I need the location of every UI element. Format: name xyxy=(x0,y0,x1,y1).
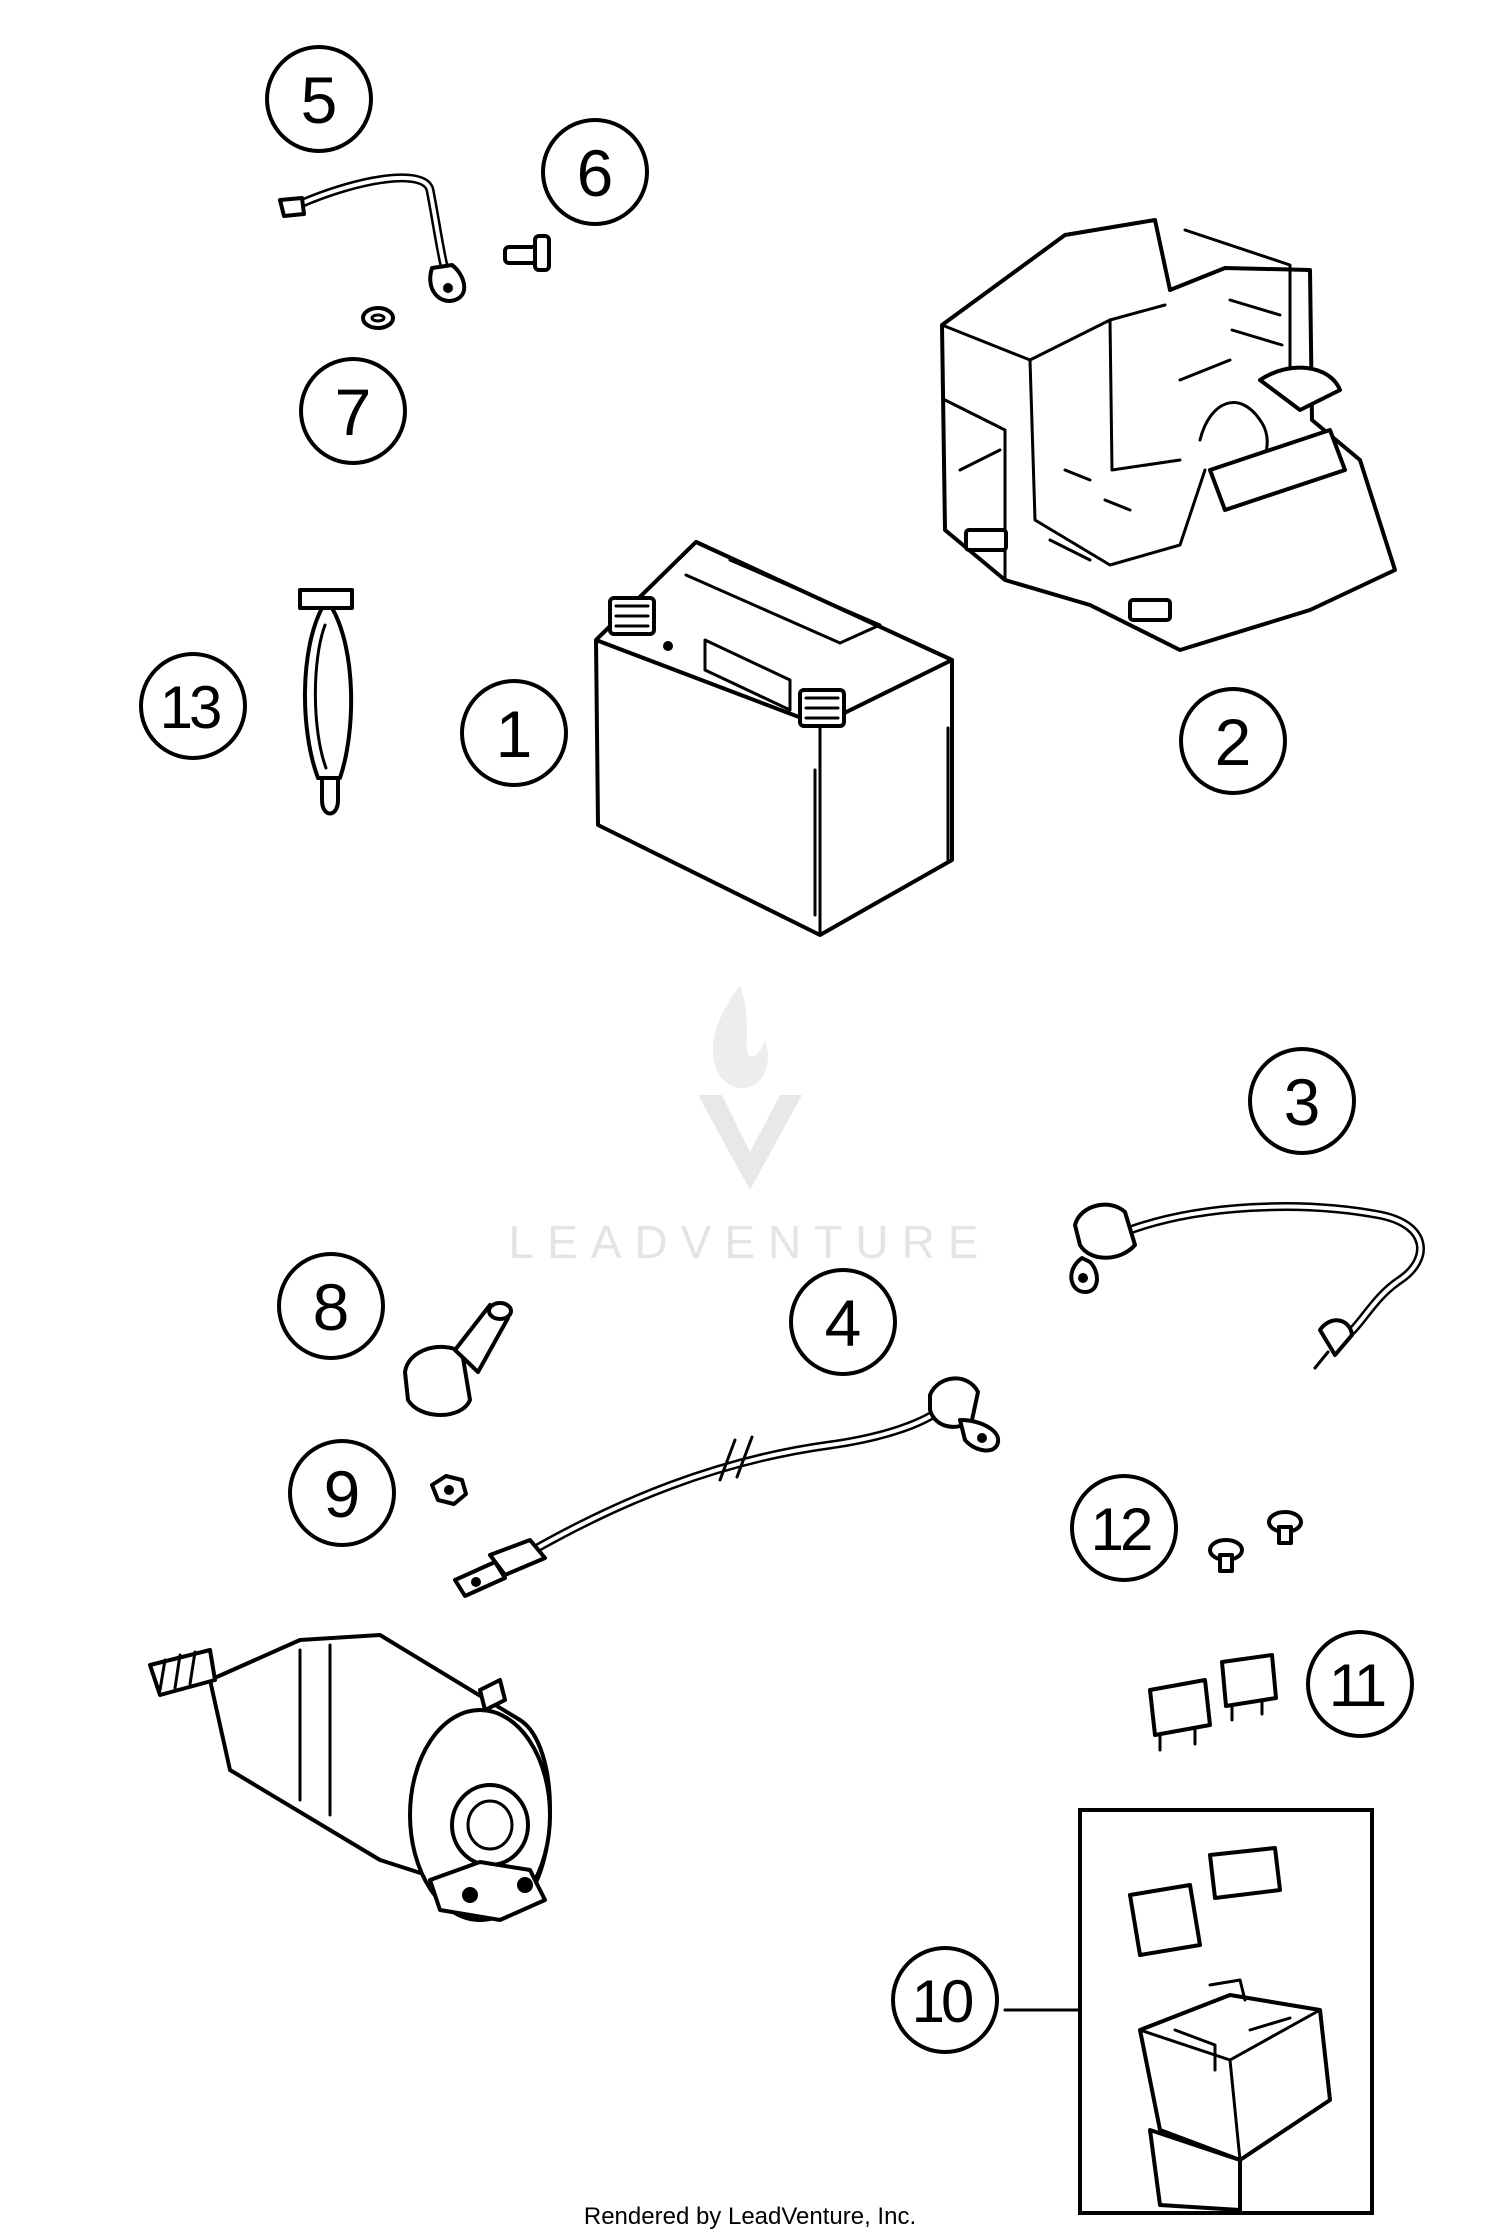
svg-text:8: 8 xyxy=(313,1270,350,1344)
svg-text:12: 12 xyxy=(1091,1496,1151,1563)
svg-text:9: 9 xyxy=(324,1457,361,1531)
svg-text:13: 13 xyxy=(160,674,220,741)
part-7-washer xyxy=(361,306,395,330)
callout-11: 11 xyxy=(1306,1630,1414,1738)
part-8-terminal-cap xyxy=(403,1301,513,1417)
part-12-screws xyxy=(1208,1510,1303,1573)
svg-text:6: 6 xyxy=(577,136,614,210)
part-4-starter-cable xyxy=(453,1376,1001,1598)
flame-icon xyxy=(712,985,768,1089)
svg-text:2: 2 xyxy=(1215,705,1252,779)
callout-6: 6 xyxy=(541,118,649,226)
callout-1: 1 xyxy=(460,679,568,787)
svg-text:4: 4 xyxy=(825,1286,862,1360)
svg-text:11: 11 xyxy=(1329,1652,1385,1719)
svg-text:1: 1 xyxy=(496,697,533,771)
svg-text:3: 3 xyxy=(1284,1065,1321,1139)
callout-10: 10 xyxy=(891,1946,999,2054)
part-1-battery xyxy=(594,540,954,937)
footer-credit: Rendered by LeadVenture, Inc. xyxy=(584,2203,916,2230)
part-2-battery-box xyxy=(940,218,1397,652)
part-starter-motor xyxy=(148,1633,552,1922)
part-6-screw xyxy=(503,234,551,272)
part-3-battery-cable xyxy=(1069,1202,1425,1370)
svg-text:5: 5 xyxy=(301,63,338,137)
callout-7: 7 xyxy=(299,357,407,465)
callout-9: 9 xyxy=(288,1439,396,1547)
watermark-text: LEADVENTURE xyxy=(509,1216,992,1268)
callout-4: 4 xyxy=(789,1268,897,1376)
callout-8: 8 xyxy=(277,1252,385,1360)
part-11-fuses xyxy=(1148,1653,1278,1752)
leadventure-watermark: LEADVENTURE xyxy=(509,985,992,1268)
callout-5: 5 xyxy=(265,45,373,153)
part-10-starter-relay xyxy=(1003,1808,1374,2215)
part-9-nut xyxy=(430,1474,468,1506)
svg-text:10: 10 xyxy=(912,1968,973,2035)
part-5-ground-cable xyxy=(278,173,467,303)
part-13-strap xyxy=(298,588,354,816)
svg-text:7: 7 xyxy=(335,375,372,449)
lv-logo-icon xyxy=(698,1095,802,1190)
callout-3: 3 xyxy=(1248,1047,1356,1155)
callout-13: 13 xyxy=(139,652,247,760)
callout-2: 2 xyxy=(1179,687,1287,795)
callout-12: 12 xyxy=(1070,1474,1178,1582)
